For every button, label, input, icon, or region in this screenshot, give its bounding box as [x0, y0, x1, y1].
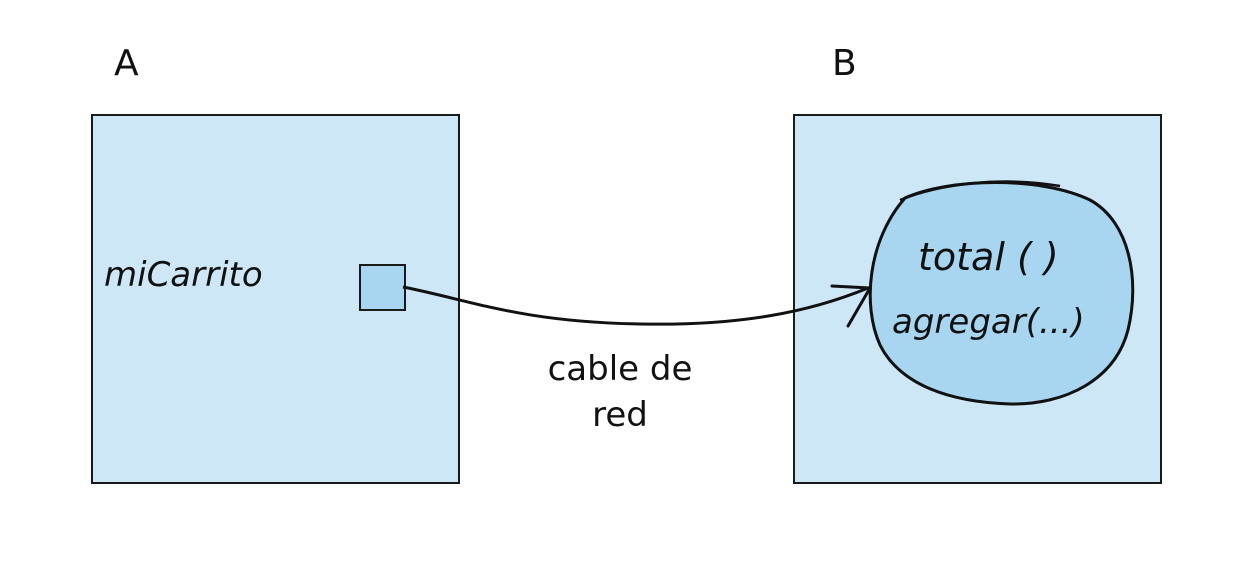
method-total: total ( ): [918, 235, 1059, 279]
arrowhead-icon: [830, 284, 872, 328]
cable-label-line1: cable de: [547, 349, 693, 389]
method-agregar: agregar(...): [892, 302, 1085, 342]
cable-label: cable de red: [520, 346, 720, 438]
machine-b-label: B: [832, 43, 857, 84]
cable-label-line2: red: [592, 395, 648, 435]
blob-outline-stroke: [899, 180, 1061, 202]
remote-object-blob: [868, 181, 1135, 406]
reference-name: miCarrito: [104, 255, 263, 295]
reference-handle: [359, 264, 406, 311]
machine-a-label: A: [114, 43, 139, 84]
network-cable: [402, 285, 869, 326]
